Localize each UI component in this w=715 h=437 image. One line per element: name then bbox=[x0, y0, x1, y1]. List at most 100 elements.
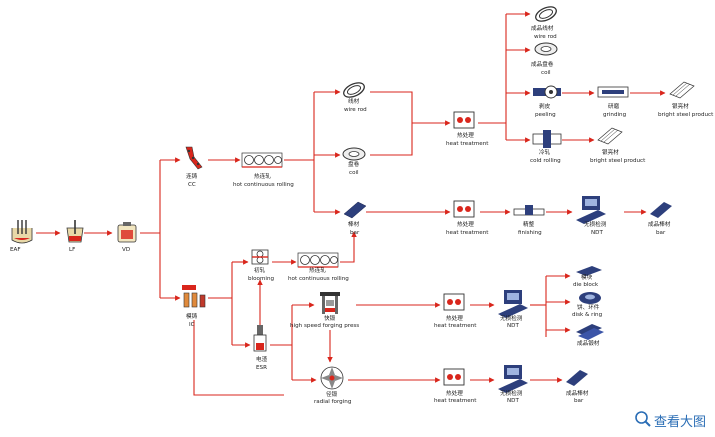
node-labels: EAF LF VD 连铸 CC 模铸 IC 热连轧 hot continuous… bbox=[10, 24, 714, 405]
label-coil-en: coil bbox=[349, 170, 359, 176]
label-forged-product-zh: 成品锻材 bbox=[577, 339, 600, 347]
continuous-casting-icon bbox=[185, 146, 203, 170]
label-ic-en: IC bbox=[189, 322, 195, 328]
label-bright-steel-2-en: bright steel product bbox=[590, 158, 646, 164]
ingot-casting-icon bbox=[182, 285, 206, 308]
label-blooming-en: blooming bbox=[248, 276, 274, 282]
label-heat-top-zh: 热处理 bbox=[457, 131, 474, 139]
label-cold-rolling-en: cold rolling bbox=[530, 158, 561, 164]
label-wire-rod-product-zh: 成品线材 bbox=[531, 24, 554, 32]
label-bar-en: bar bbox=[350, 230, 360, 236]
label-hcr-top-en: hot continuous rolling bbox=[233, 182, 294, 188]
label-grinding-zh: 研磨 bbox=[608, 102, 620, 110]
flow-arrows bbox=[36, 11, 666, 396]
label-heat-radial-zh: 热处理 bbox=[446, 389, 463, 397]
esr-furnace-icon bbox=[253, 325, 267, 352]
label-esr-en: ESR bbox=[256, 365, 267, 371]
rolling-mill-icon bbox=[241, 152, 283, 168]
label-bright-steel-1-zh: 银亮材 bbox=[672, 102, 689, 110]
label-bright-steel-2-zh: 银亮材 bbox=[602, 148, 619, 156]
label-heat-forge-en: heat treatment bbox=[434, 323, 477, 329]
label-radial-product-zh: 成品棒材 bbox=[566, 389, 589, 397]
vacuum-degasser-icon bbox=[117, 222, 137, 243]
label-forging-press-zh: 快锻 bbox=[324, 314, 336, 322]
view-larger-label: 查看大图 bbox=[654, 415, 707, 430]
heat-treatment-furnace-icon bbox=[443, 368, 465, 386]
label-eaf-en: EAF bbox=[10, 247, 21, 253]
peeling-machine-icon bbox=[533, 85, 561, 99]
label-finishing-en: finishing bbox=[518, 230, 542, 236]
label-radial-product-en: bar bbox=[574, 398, 584, 404]
label-heat-radial-en: heat treatment bbox=[434, 398, 477, 404]
label-wire-rod-product-en: wire rod bbox=[534, 34, 557, 40]
finishing-machine-icon bbox=[513, 205, 545, 216]
label-cc-en: CC bbox=[188, 182, 196, 188]
label-wire-rod-zh: 线材 bbox=[348, 97, 360, 105]
bright-steel-bars-icon bbox=[669, 81, 695, 99]
label-bar-product-zh: 成品棒材 bbox=[648, 220, 671, 228]
cold-rolling-mill-icon bbox=[532, 130, 562, 148]
label-ndt-forge-en: NDT bbox=[507, 323, 519, 329]
label-ic-zh: 模铸 bbox=[186, 312, 198, 320]
blooming-mill-icon bbox=[251, 249, 269, 265]
label-radial-forging-zh: 径锻 bbox=[326, 390, 338, 398]
bar-product-icon bbox=[650, 202, 672, 218]
disk-ring-icon bbox=[579, 292, 601, 304]
label-coil-product-zh: 成品盘卷 bbox=[531, 60, 554, 68]
wire-rod-coil-icon bbox=[343, 82, 365, 98]
magnifier-icon bbox=[635, 411, 651, 427]
arrow-hcr-mid-bar bbox=[340, 231, 357, 263]
rolling-mill-icon bbox=[297, 252, 339, 268]
label-heat-forge-zh: 热处理 bbox=[446, 314, 463, 322]
ndt-tester-icon bbox=[576, 196, 606, 224]
heat-treatment-furnace-icon bbox=[453, 111, 475, 129]
label-ndt-radial-en: NDT bbox=[507, 398, 519, 404]
forging-press-icon bbox=[320, 292, 340, 314]
label-finishing-zh: 精整 bbox=[523, 220, 535, 228]
heat-treatment-furnace-icon bbox=[443, 293, 465, 311]
view-larger-link[interactable]: 查看大图 bbox=[634, 410, 714, 430]
heat-treatment-furnace-icon bbox=[453, 200, 475, 218]
label-hcr-top-zh: 热连轧 bbox=[254, 172, 271, 180]
label-forging-press-en: high speed forging press bbox=[290, 323, 359, 329]
ndt-tester-icon bbox=[498, 365, 528, 393]
ndt-tester-icon bbox=[498, 290, 528, 318]
label-grinding-en: grinding bbox=[603, 112, 627, 118]
bar-stack-icon bbox=[343, 201, 367, 219]
eaf-furnace-icon bbox=[11, 220, 33, 244]
label-hcr-mid-en: hot continuous rolling bbox=[288, 276, 349, 282]
label-ndt-bar-en: NDT bbox=[591, 230, 603, 236]
label-ndt-bar-zh: 无损检测 bbox=[584, 220, 607, 228]
ladle-furnace-icon bbox=[66, 220, 84, 243]
label-peeling-en: peeling bbox=[535, 112, 556, 118]
label-disk-ring-zh: 饼、环件 bbox=[577, 303, 600, 311]
label-bar-zh: 棒材 bbox=[348, 220, 360, 228]
label-coil-product-en: coil bbox=[541, 70, 551, 76]
label-heat-top-en: heat treatment bbox=[446, 141, 489, 147]
forged-bars-icon bbox=[576, 324, 604, 340]
label-cc-zh: 连铸 bbox=[186, 172, 198, 180]
label-die-block-zh: 模块 bbox=[581, 273, 593, 281]
label-heat-bar-en: heat treatment bbox=[446, 230, 489, 236]
label-ndt-radial-zh: 无损检测 bbox=[500, 389, 523, 397]
ic-to-radial bbox=[193, 320, 284, 396]
coil-product-icon bbox=[534, 42, 558, 56]
radial-forging-icon bbox=[320, 366, 344, 390]
label-radial-forging-en: radial forging bbox=[314, 399, 352, 405]
label-esr-zh: 电渣 bbox=[256, 355, 268, 363]
bright-steel-bars-icon bbox=[597, 127, 623, 145]
label-bar-product-en: bar bbox=[656, 230, 666, 236]
coil-icon bbox=[342, 147, 366, 161]
label-hcr-mid-zh: 热连轧 bbox=[309, 266, 326, 274]
wire-rod-coil-merge bbox=[370, 91, 413, 156]
label-vd-en: VD bbox=[122, 247, 130, 253]
label-peeling-zh: 剥皮 bbox=[539, 102, 551, 110]
label-ndt-forge-zh: 无损检测 bbox=[500, 314, 523, 322]
label-coil-zh: 盘卷 bbox=[348, 160, 360, 168]
bar-product-icon bbox=[566, 370, 588, 386]
label-heat-bar-zh: 热处理 bbox=[457, 220, 474, 228]
label-bright-steel-1-en: bright steel product bbox=[658, 112, 714, 118]
label-cold-rolling-zh: 冷轧 bbox=[539, 148, 551, 156]
wire-rod-product-icon bbox=[535, 6, 557, 22]
